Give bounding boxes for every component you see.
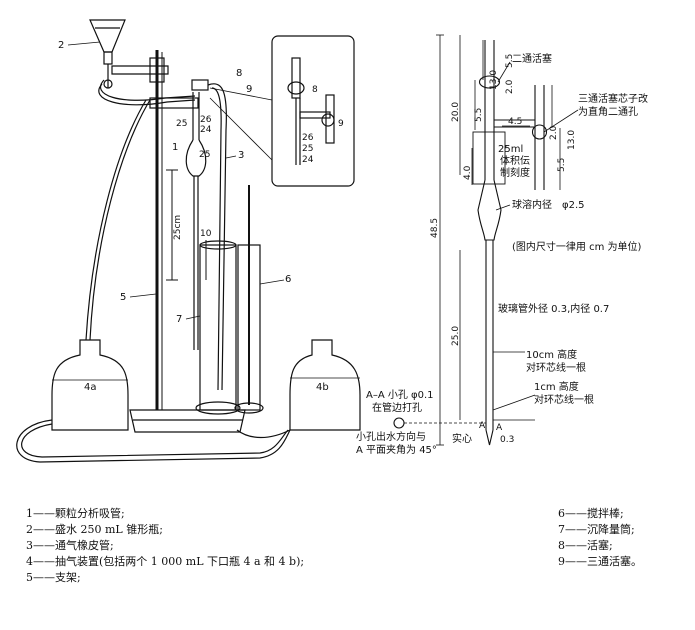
label-volume-1: 体积伝 bbox=[500, 155, 530, 167]
label-two-way-stopcock: 二通活塞 bbox=[512, 52, 552, 65]
legend-item-6: 6——搅拌棒; bbox=[558, 507, 624, 520]
three-way-stopcock bbox=[531, 124, 548, 140]
dim-0-3: 0.3 bbox=[500, 435, 514, 445]
dim-5-5-b: 5.5 bbox=[474, 108, 484, 122]
callout-1: 1 bbox=[172, 142, 178, 153]
inset-mark-24: 24 bbox=[302, 155, 314, 165]
callout-5: 5 bbox=[120, 292, 126, 303]
callout-9: 9 bbox=[246, 84, 252, 95]
dim-10: 10 bbox=[200, 229, 212, 239]
mark-26-top: 26 bbox=[200, 115, 212, 125]
dim-4-0: 4.0 bbox=[463, 165, 473, 180]
label-dir-2: A 平面夹角为 45° bbox=[356, 443, 437, 456]
dim-20: 20.0 bbox=[451, 102, 461, 122]
inset-mark-25: 25 bbox=[302, 144, 313, 154]
callout-8: 8 bbox=[236, 68, 242, 79]
dim-13: 13.0 bbox=[489, 70, 499, 90]
callout-3: 3 bbox=[238, 150, 244, 161]
legend-item-2: 2——盛水 250 mL 锥形瓶; bbox=[26, 523, 163, 536]
legend-item-8: 8——活塞; bbox=[558, 539, 613, 552]
legend-item-7: 7——沉降量筒; bbox=[558, 523, 635, 536]
dim-5-5-a: 5.5 bbox=[505, 54, 515, 68]
label-hole-1: A–A 小孔 φ0.1 bbox=[366, 389, 434, 401]
dim-13-b: 13.0 bbox=[567, 130, 577, 150]
label-tube-dims: 玻璃管外径 0.3,内径 0.7 bbox=[498, 302, 609, 315]
two-way-stopcock bbox=[478, 75, 501, 89]
apparatus-labels: 2 8 9 1 3 5 7 6 4a 4b 25 26 24 25 26 25 … bbox=[58, 40, 344, 393]
legend-left: 1——颗粒分析吸管; 2——盛水 250 mL 锥形瓶; 3——通气橡皮管; 4… bbox=[26, 506, 304, 586]
label-solid: 实心 bbox=[452, 432, 472, 445]
pipette-bulb bbox=[185, 139, 207, 177]
label-three-way-note-2: 为直角二通孔 bbox=[578, 105, 638, 118]
stopcock-inset bbox=[271, 35, 355, 187]
label-h10-2: 对环芯线一根 bbox=[526, 361, 586, 374]
pipette-drawing bbox=[393, 34, 579, 446]
legend-item-1: 1——颗粒分析吸管; bbox=[26, 507, 125, 520]
pipette-spherical-bulb bbox=[477, 179, 502, 241]
dim-25-0: 25.0 bbox=[451, 326, 461, 346]
label-A-plane: A bbox=[479, 421, 486, 431]
inset-mark-26: 26 bbox=[302, 133, 314, 143]
legend-item-4: 4——抽气装置(包括两个 1 000 mL 下口瓶 4 a 和 4 b); bbox=[26, 555, 305, 568]
label-25ml: 25ml bbox=[498, 144, 523, 155]
legend-item-3: 3——通气橡皮管; bbox=[26, 539, 114, 552]
callout-6: 6 bbox=[285, 274, 291, 285]
dim-48-5: 48.5 bbox=[430, 218, 440, 238]
stopcock-8 bbox=[191, 79, 209, 91]
label-h1-2: 对环芯线一根 bbox=[534, 393, 594, 406]
inset-callout-9: 9 bbox=[338, 119, 344, 129]
callout-7: 7 bbox=[176, 314, 182, 325]
legend-right: 6——搅拌棒; 7——沉降量筒; 8——活塞; 9——三通活塞。 bbox=[558, 506, 642, 570]
apparatus-left bbox=[16, 19, 361, 463]
label-dir-1: 小孔出水方向与 bbox=[356, 430, 426, 443]
air-tube-3 bbox=[207, 83, 227, 391]
mark-25-top: 25 bbox=[176, 119, 187, 129]
dim-2-0-a: 2.0 bbox=[505, 79, 515, 94]
legend-item-9: 9——三通活塞。 bbox=[558, 555, 642, 568]
bottle-4b bbox=[289, 339, 361, 431]
label-h10-1: 10cm 高度 bbox=[526, 348, 577, 361]
label-three-way-note-1: 三通活塞芯子改 bbox=[578, 92, 648, 105]
vacuum-tube bbox=[16, 419, 291, 463]
mark-25-mid: 25 bbox=[199, 150, 210, 160]
apparatus-drawing: 2 8 9 1 3 5 7 6 4a 4b 25 26 24 25 26 25 … bbox=[16, 19, 648, 463]
dim-25cm: 25cm bbox=[173, 215, 183, 240]
label-hole-2: 在管边打孔 bbox=[372, 401, 422, 414]
label-volume-2: 制刻度 bbox=[500, 166, 530, 179]
conical-flask bbox=[89, 19, 126, 53]
inset-callout-8: 8 bbox=[312, 85, 318, 95]
clamp-top bbox=[111, 65, 169, 75]
label-A-plane-2: A bbox=[496, 423, 503, 433]
label-h1-1: 1cm 高度 bbox=[534, 380, 579, 393]
label-bulb-value: φ2.5 bbox=[562, 200, 585, 211]
dim-2-0-b: 2.0 bbox=[549, 125, 559, 140]
callout-4b: 4b bbox=[316, 382, 329, 393]
callout-2: 2 bbox=[58, 40, 64, 51]
legend-item-5: 5——支架; bbox=[26, 571, 81, 584]
sedimentation-cylinder bbox=[199, 244, 237, 411]
pipette-labels: 二通活塞 三通活塞芯子改 为直角二通孔 25ml 体积伝 制刻度 球溶内径 φ2… bbox=[356, 52, 648, 456]
label-unit-note: (图内尺寸一律用 cm 为单位) bbox=[512, 240, 641, 253]
dim-4-5: 4.5 bbox=[508, 117, 522, 127]
mark-24-top: 24 bbox=[200, 125, 212, 135]
label-bulb: 球溶内径 bbox=[512, 198, 552, 211]
dim-5-5-c: 5.5 bbox=[557, 158, 567, 172]
callout-4a: 4a bbox=[84, 382, 97, 393]
bottle-4a bbox=[51, 339, 129, 431]
